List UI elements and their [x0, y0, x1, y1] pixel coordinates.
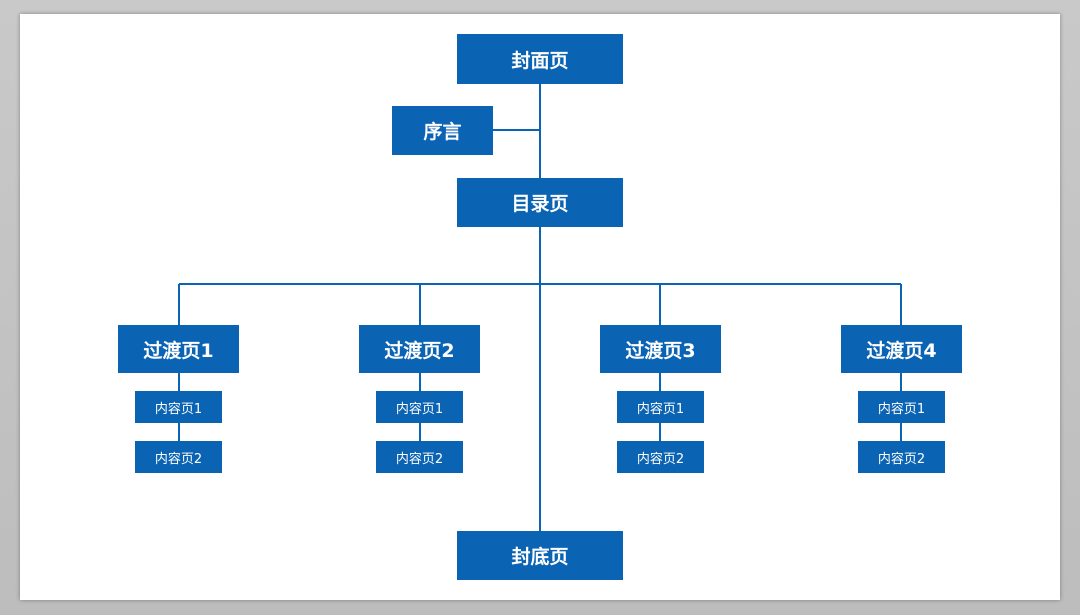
- node-section-3-item-2[interactable]: 内容页2: [617, 441, 704, 473]
- node-section-4-item-1[interactable]: 内容页1: [858, 391, 945, 423]
- node-section-3-item-1[interactable]: 内容页1: [617, 391, 704, 423]
- node-section-1[interactable]: 过渡页1: [118, 325, 239, 373]
- node-section-2-item-1[interactable]: 内容页1: [376, 391, 463, 423]
- node-section-3[interactable]: 过渡页3: [600, 325, 721, 373]
- node-preface[interactable]: 序言: [392, 106, 493, 155]
- node-toc[interactable]: 目录页: [457, 178, 623, 227]
- node-back-cover[interactable]: 封底页: [457, 531, 623, 580]
- node-section-1-item-1[interactable]: 内容页1: [135, 391, 222, 423]
- node-section-2-item-2[interactable]: 内容页2: [376, 441, 463, 473]
- node-cover[interactable]: 封面页: [457, 34, 623, 84]
- node-section-1-item-2[interactable]: 内容页2: [135, 441, 222, 473]
- node-section-4-item-2[interactable]: 内容页2: [858, 441, 945, 473]
- node-section-4[interactable]: 过渡页4: [841, 325, 962, 373]
- node-section-2[interactable]: 过渡页2: [359, 325, 480, 373]
